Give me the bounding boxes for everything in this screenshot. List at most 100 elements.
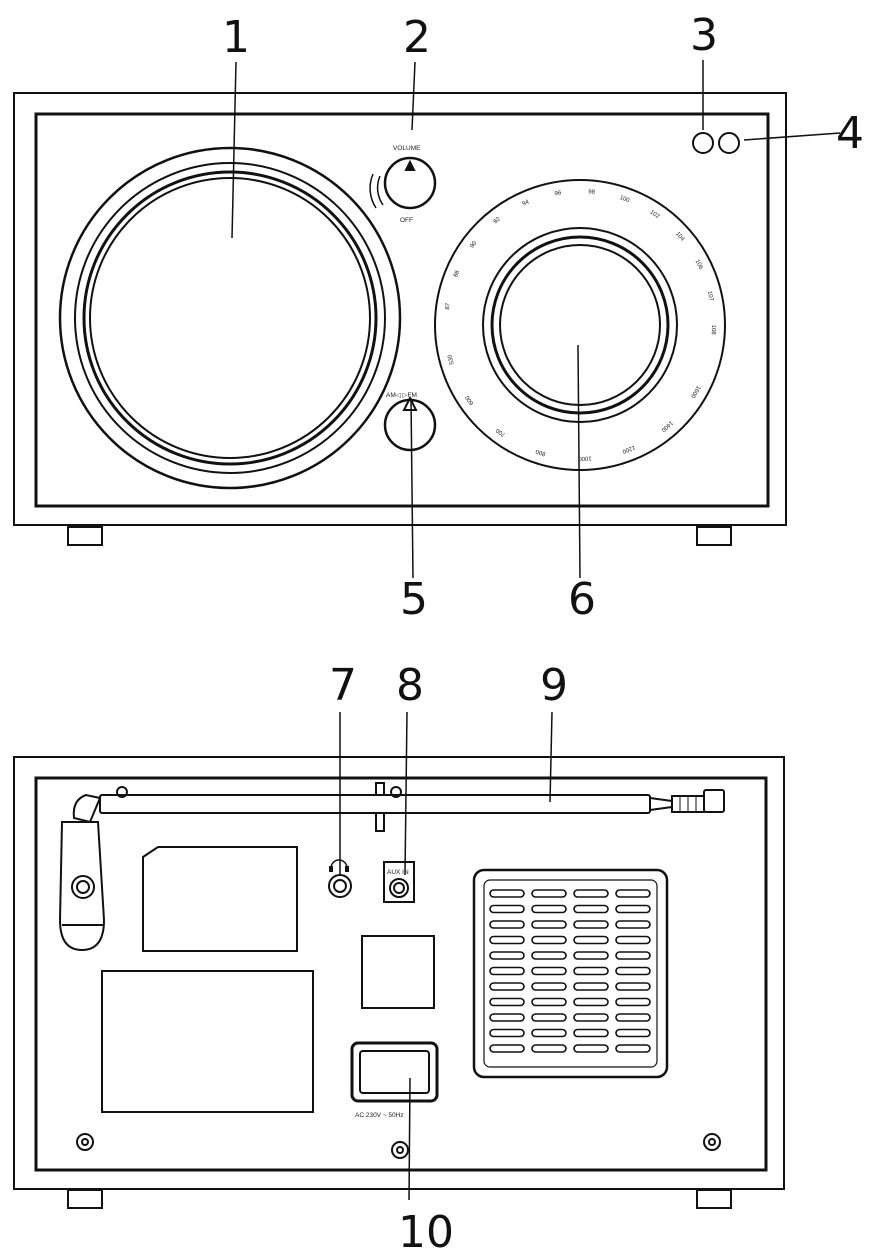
vent-slot [531, 966, 567, 976]
control-panel-square [361, 935, 435, 1009]
am-scale-label-530: 530 [447, 353, 456, 365]
antenna-bracket [58, 821, 106, 952]
front-foot-right [696, 526, 732, 546]
label-plate-lower [101, 970, 314, 1113]
power-rating-label: AC 230V ~ 50Hz [355, 1112, 404, 1119]
callout-6: 6 [568, 574, 596, 625]
vent-slot [615, 920, 651, 929]
back-cabinet-outer [13, 756, 785, 1190]
vent-slot [531, 1013, 567, 1022]
vent-slot [615, 904, 651, 914]
vent-slots [489, 889, 651, 1053]
telescopic-antenna [72, 782, 725, 832]
vent-slot [489, 951, 525, 960]
volume-knob [369, 156, 437, 210]
vent-slot [531, 1044, 567, 1053]
indicator-led-3 [692, 132, 714, 154]
callout-5: 5 [400, 574, 428, 625]
fm-scale-label-90: 90 [469, 240, 478, 249]
callout-2: 2 [403, 12, 431, 63]
vent-slot [615, 997, 651, 1007]
vent-slot [615, 1028, 651, 1038]
vent-slot [573, 997, 609, 1007]
off-label: OFF [400, 217, 413, 224]
am-scale-label-700: 700 [495, 426, 507, 437]
headphone-jack [328, 859, 352, 898]
callout-10: 10 [398, 1207, 454, 1256]
callout-1: 1 [222, 12, 250, 63]
back-view [13, 711, 785, 1209]
screw-right [703, 1133, 721, 1151]
fm-scale-label-100: 100 [619, 195, 631, 204]
am-scale-label-1600: 1600 [689, 384, 701, 399]
band-label: AM◁ ▷FM [386, 392, 417, 399]
vent-slot [489, 966, 525, 976]
vent-slot [531, 982, 567, 991]
fm-scale-label-108: 108 [710, 325, 716, 336]
fm-scale-label-96: 96 [554, 190, 562, 197]
power-socket [350, 1041, 439, 1103]
callout-4: 4 [836, 108, 864, 159]
vent-slot [573, 966, 609, 976]
fm-scale-label-98: 98 [588, 189, 596, 196]
fm-scale-label-106: 106 [694, 259, 704, 271]
vent-slot [615, 951, 651, 960]
vent-slot [573, 1028, 609, 1038]
callout-9: 9 [540, 660, 568, 711]
vent-slot [489, 904, 525, 914]
vent-slot [489, 982, 525, 991]
vent-slot [531, 889, 567, 898]
vent-slot [531, 904, 567, 914]
vent-slot [489, 920, 525, 929]
back-foot-right [696, 1189, 732, 1209]
speaker-grille [58, 146, 402, 490]
am-scale-label-800: 800 [535, 448, 547, 457]
fm-scale-label-88: 88 [453, 269, 461, 278]
vent-slot [615, 935, 651, 945]
vent-slot [489, 997, 525, 1007]
aux-in-label: AUX IN [387, 869, 409, 876]
aux-in-jack [383, 861, 415, 903]
screw-center [391, 1141, 409, 1159]
vent-slot [531, 951, 567, 960]
band-selector-knob [383, 395, 437, 452]
vent-grille-inner [483, 879, 658, 1068]
fm-scale-label-94: 94 [522, 199, 531, 207]
vent-slot [573, 920, 609, 929]
am-scale-label-1000: 1000 [578, 455, 592, 462]
fm-scale-label-107: 107 [706, 291, 714, 303]
label-plate-upper [142, 846, 298, 952]
vent-slot [489, 935, 525, 945]
vent-slot [615, 889, 651, 898]
am-scale-label-1200: 1200 [621, 444, 636, 455]
back-foot-left [67, 1189, 103, 1209]
fm-scale-label-92: 92 [493, 216, 502, 225]
vent-slot [615, 966, 651, 976]
am-scale-label-1400: 1400 [659, 419, 674, 433]
vent-grille-frame [472, 868, 669, 1079]
vent-slot [489, 889, 525, 898]
vent-slot [615, 982, 651, 991]
vent-slot [489, 1044, 525, 1053]
indicator-led-4 [718, 132, 740, 154]
fm-scale-label-102: 102 [649, 209, 661, 220]
vent-slot [573, 982, 609, 991]
callout-3: 3 [690, 10, 718, 61]
screw-left [76, 1133, 94, 1151]
am-scale-label-600: 600 [464, 394, 475, 406]
vent-slot [573, 1044, 609, 1053]
back-leader-lines [339, 711, 553, 1201]
vent-slot [573, 1013, 609, 1022]
callout-7: 7 [329, 660, 357, 711]
front-cabinet-outer [13, 92, 787, 526]
back-cabinet-inner [34, 776, 768, 1172]
vent-slot [573, 935, 609, 945]
callout-8: 8 [396, 660, 424, 711]
vent-slot [573, 889, 609, 898]
front-view [13, 60, 841, 579]
volume-label: VOLUME [393, 145, 421, 152]
vent-slot [489, 1013, 525, 1022]
tuning-dial [434, 179, 726, 471]
vent-slot [615, 1044, 651, 1053]
